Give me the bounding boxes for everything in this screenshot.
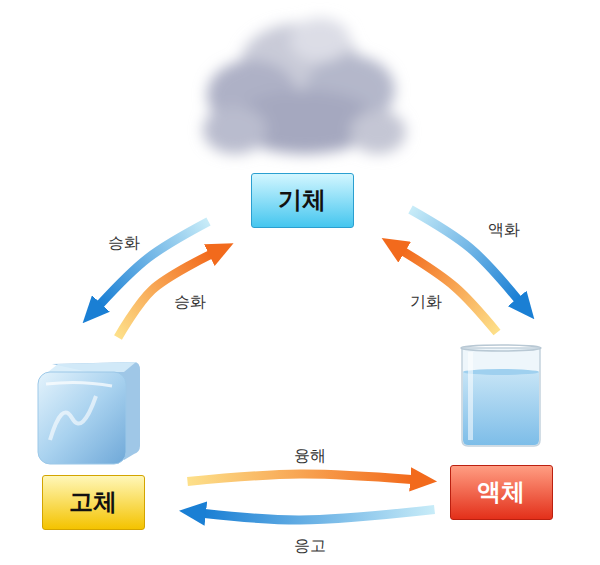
process-label: 응고 xyxy=(292,536,328,555)
ice-cube-illustration xyxy=(38,362,140,464)
cloud-illustration xyxy=(203,18,406,154)
state-name: 액체 xyxy=(477,478,525,507)
ice-front xyxy=(38,372,126,464)
process-label: 융해 xyxy=(292,446,328,465)
state-box: 액체 xyxy=(450,465,553,520)
ice-highlight xyxy=(50,396,96,440)
process-label: 승화 xyxy=(106,233,142,252)
ice-highlight xyxy=(46,382,112,386)
cloud-puff xyxy=(290,18,350,62)
cloud-puff xyxy=(203,106,267,154)
water-surface xyxy=(463,369,539,375)
ice-top xyxy=(48,362,136,372)
state-name: 고체 xyxy=(69,488,117,517)
process-label: 승화 xyxy=(172,292,208,311)
beaker-illustration xyxy=(461,345,541,446)
process-label: 기화 xyxy=(408,292,444,311)
phase-arrow xyxy=(404,252,498,333)
process-label: 액화 xyxy=(486,220,522,239)
phase-arrow xyxy=(188,474,412,482)
phase-arrow xyxy=(118,255,211,338)
glass-highlight xyxy=(468,352,473,440)
beaker-rim xyxy=(461,345,541,351)
beaker-water xyxy=(463,372,539,445)
beaker-glass xyxy=(462,348,540,446)
state-box: 고체 xyxy=(42,475,145,530)
state-name: 기체 xyxy=(278,186,326,215)
state-box: 기체 xyxy=(251,173,354,228)
cloud-puff xyxy=(350,110,406,154)
phase-arrow xyxy=(205,510,435,521)
